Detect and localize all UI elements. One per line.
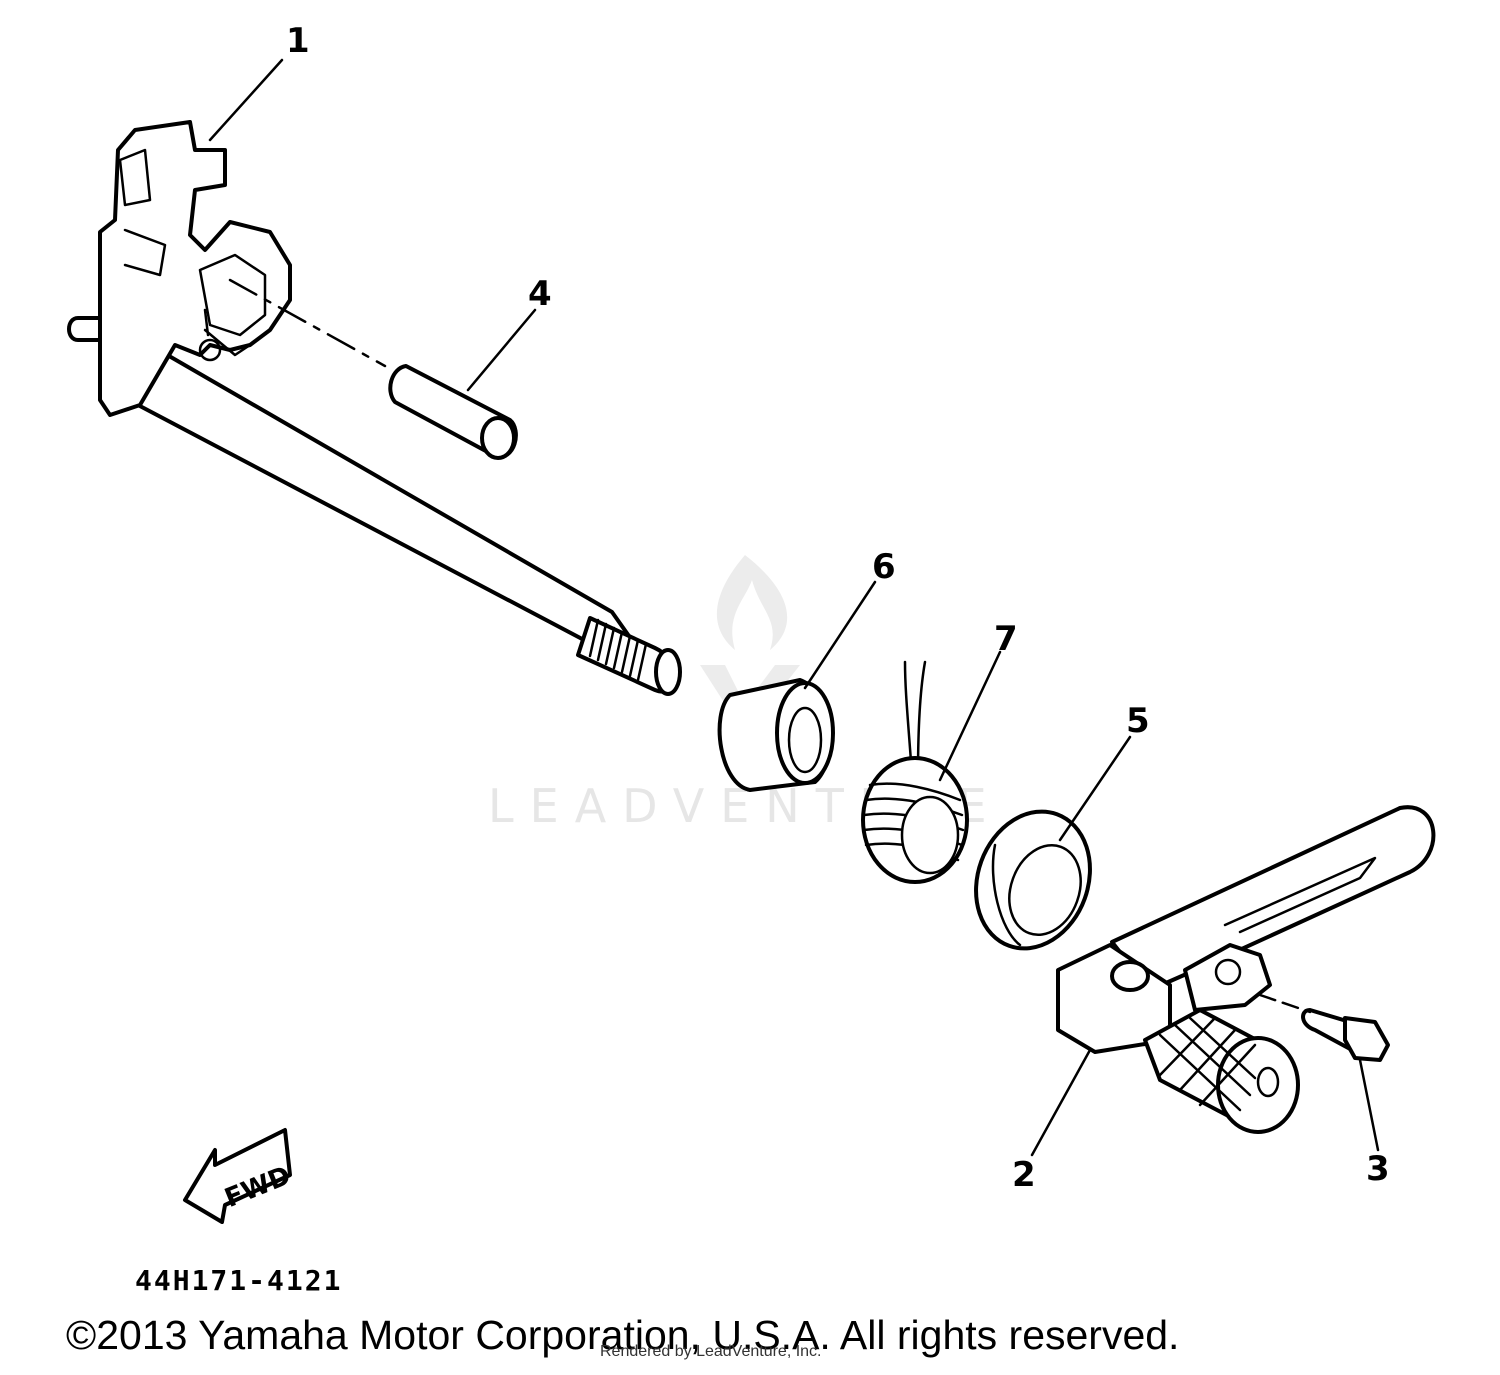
callout-7: 7 (994, 619, 1018, 659)
part-3-bolt[interactable] (1258, 993, 1390, 1062)
part-6-collar[interactable] (717, 678, 835, 792)
callout-2: 2 (1012, 1155, 1036, 1195)
diagram-number: 44H171-4121 (135, 1264, 342, 1297)
leader-lines (208, 58, 1380, 1157)
part-7-spring[interactable] (861, 660, 969, 884)
callout-4: 4 (528, 274, 552, 314)
part-2-shift-pedal[interactable] (1056, 805, 1436, 1134)
part-5-oil-seal[interactable] (957, 795, 1108, 964)
callout-5: 5 (1126, 701, 1150, 741)
part-4-pin[interactable] (228, 278, 518, 460)
rendered-by-credit: Rendered by LeadVenture, Inc. (600, 1343, 822, 1360)
callout-6: 6 (872, 547, 896, 587)
fwd-arrow: FWD (183, 1128, 295, 1224)
callout-3: 3 (1366, 1149, 1390, 1189)
part-1-shift-shaft[interactable] (67, 120, 682, 696)
callouts: 1 2 3 4 5 6 7 (286, 21, 1390, 1195)
copyright-notice: ©2013 Yamaha Motor Corporation, U.S.A. A… (66, 1312, 1180, 1358)
callout-1: 1 (286, 21, 310, 61)
